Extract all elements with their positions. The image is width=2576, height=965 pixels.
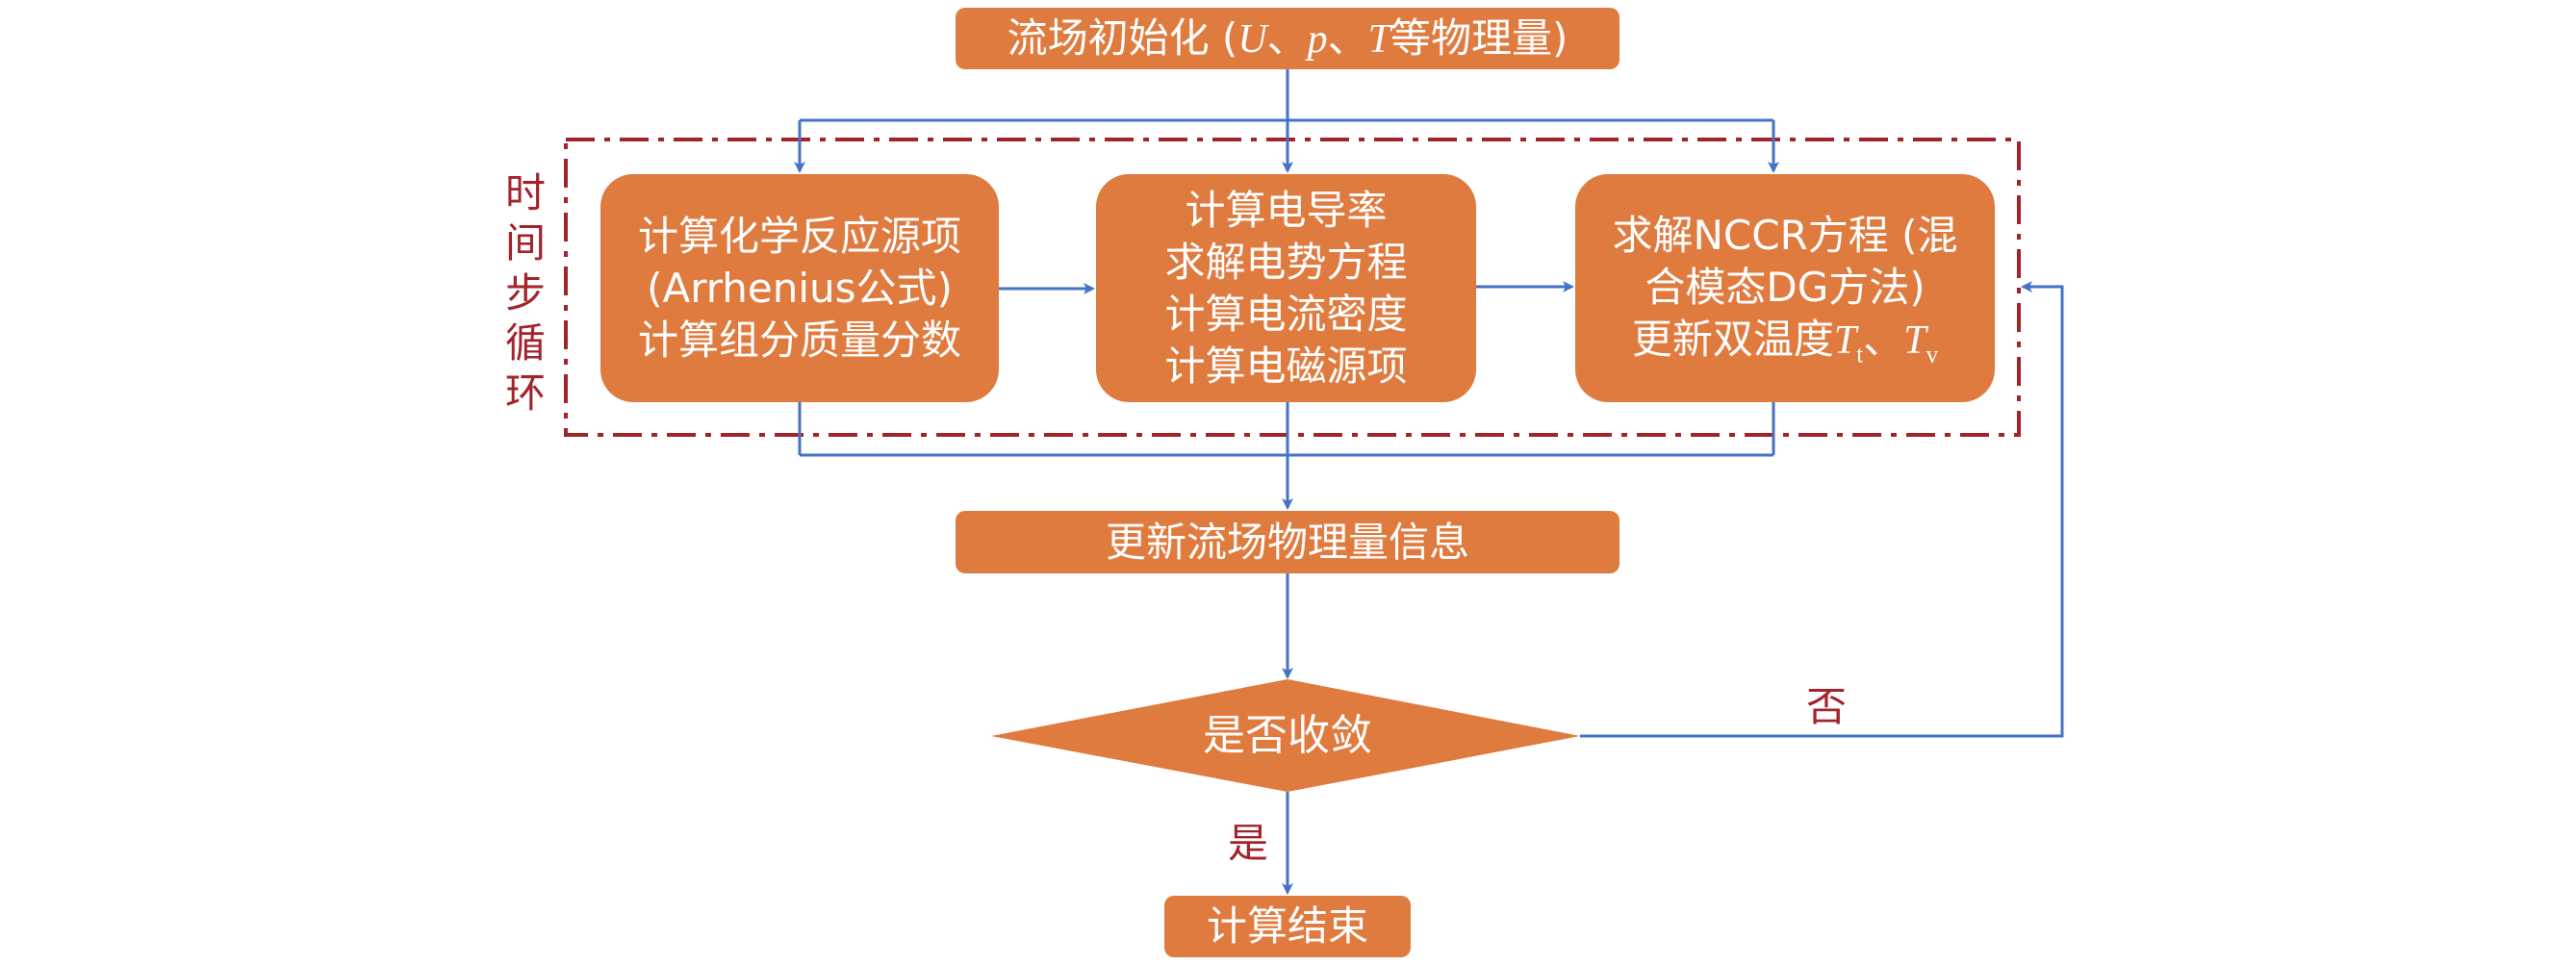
chem-source-node: 计算化学反应源项 (Arrhenius公式) 计算组分质量分数: [600, 174, 999, 402]
elec-line-1: 计算电导率: [1185, 186, 1388, 234]
time-step-loop-border: [564, 138, 2021, 437]
arrow-no-loop-back: [1580, 281, 2064, 738]
init-node: 流场初始化 (U、p、T等物理量): [956, 8, 1620, 69]
elec-line-2: 求解电势方程: [1164, 238, 1408, 286]
end-node: 计算结束: [1164, 896, 1411, 957]
init-node-label: 流场初始化 (U、p、T等物理量): [1007, 13, 1569, 62]
yes-label: 是: [1228, 820, 1269, 867]
chem-line-2: (Arrhenius公式): [647, 264, 953, 312]
chem-line-3: 计算组分质量分数: [637, 316, 961, 364]
nccr-line-3: 更新双温度Tt、Tv: [1631, 316, 1939, 368]
no-label: 否: [1806, 683, 1848, 730]
converge-diamond: [991, 679, 1580, 792]
nccr-line-2: 合模态DG方法): [1645, 264, 1926, 311]
elec-line-4: 计算电磁源项: [1164, 342, 1408, 390]
elec-line-3: 计算电流密度: [1164, 290, 1408, 338]
nccr-line-1: 求解NCCR方程 (混: [1612, 212, 1958, 259]
chem-line-1: 计算化学反应源项: [637, 212, 961, 260]
end-node-label: 计算结束: [1206, 902, 1368, 950]
update-flow-node: 更新流场物理量信息: [956, 511, 1620, 573]
nccr-node: 求解NCCR方程 (混 合模态DG方法) 更新双温度Tt、Tv: [1575, 174, 1995, 402]
time-step-loop-label: 时 间 步 循 环: [504, 169, 546, 417]
electric-node: 计算电导率 求解电势方程 计算电流密度 计算电磁源项: [1096, 174, 1476, 402]
converge-label: 是否收敛: [1203, 711, 1372, 760]
update-node-label: 更新流场物理量信息: [1105, 518, 1469, 566]
